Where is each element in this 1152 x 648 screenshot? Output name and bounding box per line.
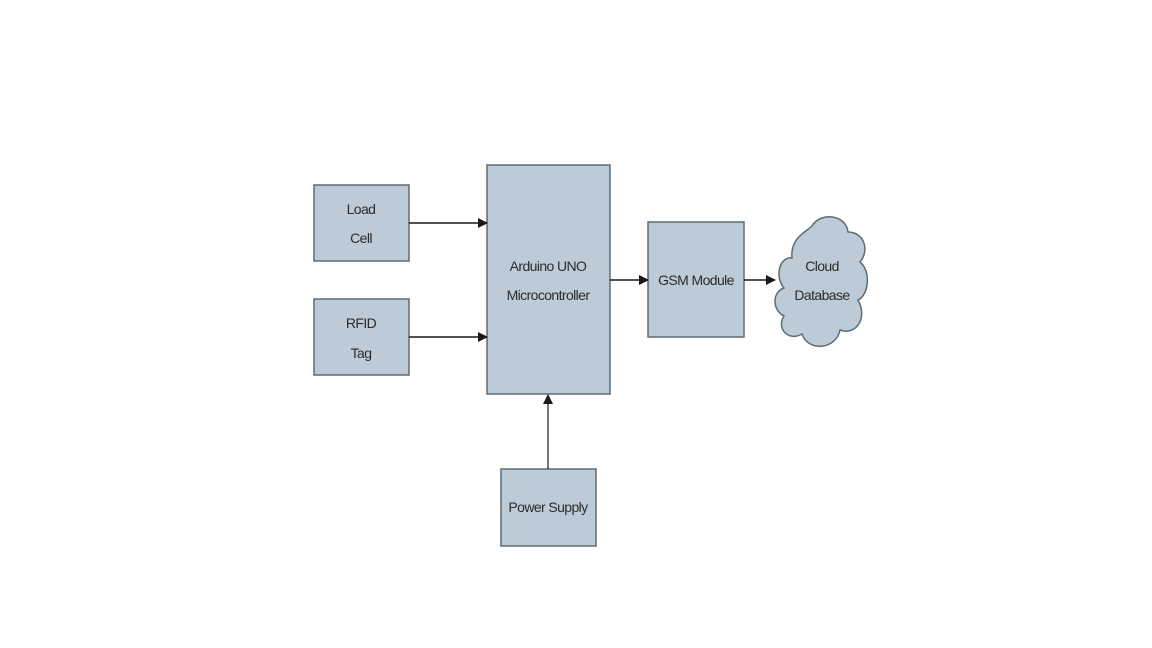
arduino-label-line1: Arduino UNO: [510, 258, 587, 274]
power-supply-block: Power Supply: [500, 468, 597, 547]
arduino-label-line2: Microcontroller: [507, 287, 591, 303]
rfid-tag-block: RFID Tag: [313, 298, 410, 376]
load-cell-label-line2: Cell: [350, 230, 372, 246]
cloud-label-line1: Cloud: [805, 258, 839, 274]
power-supply-label: Power Supply: [508, 499, 588, 515]
cloud-database-shape: Cloud Database: [774, 216, 869, 348]
rfid-tag-label-line1: RFID: [346, 315, 377, 331]
gsm-module-label: GSM Module: [658, 272, 735, 288]
load-cell-label-line1: Load: [347, 201, 376, 217]
load-cell-block: Load Cell: [313, 184, 410, 262]
arduino-block: Arduino UNO Microcontroller: [486, 164, 611, 395]
cloud-label-line2: Database: [794, 287, 850, 303]
rfid-tag-label-line2: Tag: [351, 345, 372, 361]
gsm-module-block: GSM Module: [647, 221, 745, 338]
